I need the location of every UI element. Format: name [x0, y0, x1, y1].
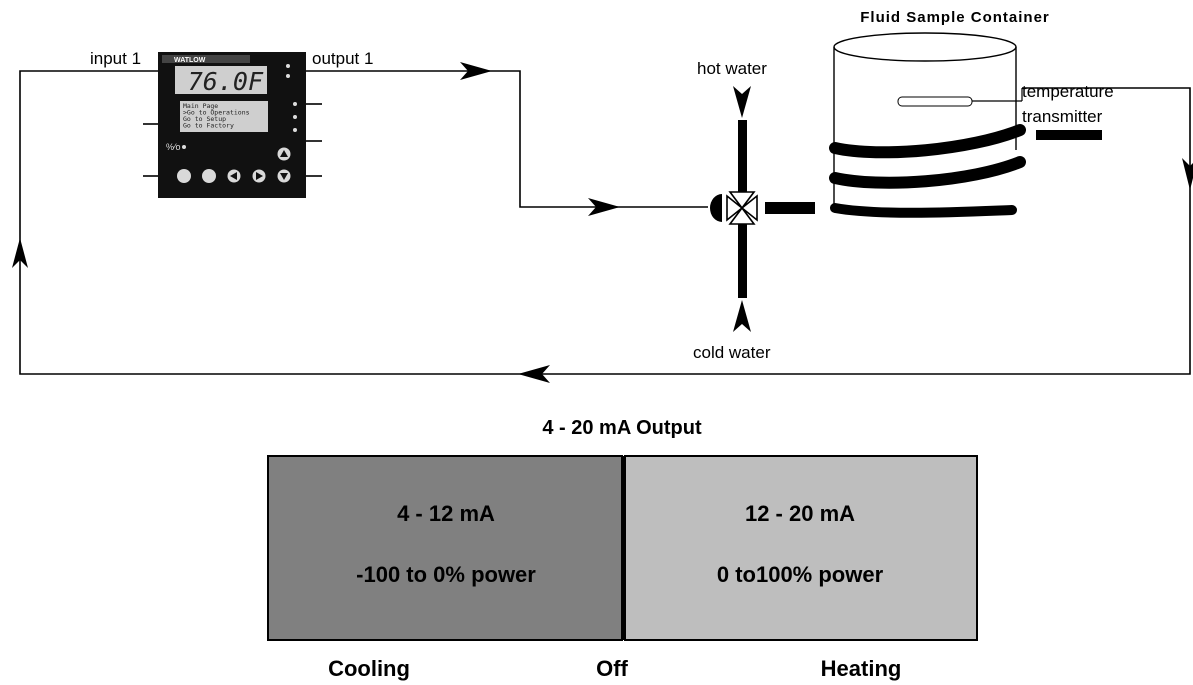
- input-label: input 1: [90, 49, 141, 68]
- key-infinity[interactable]: [177, 169, 191, 183]
- flow-arrows: [12, 62, 1193, 383]
- controller-display: [175, 66, 267, 94]
- sensor-label-1: temperature: [1022, 82, 1114, 101]
- right-arrow-icon: [256, 172, 263, 180]
- sensor-label-2: transmitter: [1022, 107, 1103, 126]
- watlow-controller: WATLOW 76.0F Main Page >Go to Operations…: [158, 52, 306, 198]
- arrow-up-left: [12, 238, 28, 268]
- arrow-down-right: [1182, 158, 1193, 190]
- arrow-bottom-left: [518, 365, 550, 383]
- mode-heating: Heating: [821, 656, 902, 681]
- cooling-coil: [830, 203, 1017, 218]
- cooling-power: -100 to 0% power: [356, 562, 536, 587]
- controller-menu-line: Main Page: [183, 102, 218, 110]
- hot-water-label: hot water: [697, 59, 767, 78]
- mode-off: Off: [596, 656, 628, 681]
- hot-water-pipe: [738, 120, 747, 194]
- controller-menu: Main Page >Go to Operations Go to Setup …: [183, 102, 250, 130]
- heating-power: 0 to100% power: [717, 562, 884, 587]
- cooling-coil: [829, 156, 1026, 189]
- transmitter-block: [1036, 130, 1102, 140]
- controller-menu-line: >Go to Operations: [183, 109, 250, 117]
- controller-indicators: [286, 64, 297, 132]
- controller-display-value: 76.0F: [188, 67, 264, 96]
- arrow-hot-water: [733, 86, 751, 118]
- three-way-valve: hot water cold water: [693, 59, 815, 362]
- status-led: [182, 145, 186, 149]
- controller-brand: WATLOW: [174, 57, 206, 64]
- fluid-sample-container: Fluid Sample Container temperature trans…: [829, 9, 1114, 218]
- cold-water-label: cold water: [693, 343, 771, 362]
- output-chart: 4 - 20 mA Output 4 - 12 mA -100 to 0% po…: [267, 417, 978, 681]
- temperature-probe: [897, 96, 973, 107]
- down-arrow-icon: [280, 173, 288, 180]
- heating-range: 12 - 20 mA: [745, 501, 855, 526]
- key-function[interactable]: [202, 169, 216, 183]
- input-wire: [19, 70, 1191, 375]
- output-wire: [306, 70, 708, 208]
- arrow-valve-right: [588, 198, 620, 216]
- cooling-range: 4 - 12 mA: [397, 501, 495, 526]
- cooling-coil: [829, 124, 1026, 159]
- valve-body: [726, 191, 758, 225]
- controller-menu-line: Go to Setup: [183, 115, 226, 123]
- controller-keys: [177, 147, 291, 183]
- valve-actuator: [710, 194, 722, 222]
- output-chart-title: 4 - 20 mA Output: [542, 417, 702, 439]
- cooling-segment: [267, 455, 623, 641]
- up-arrow-icon: [280, 150, 288, 157]
- controller-menu-screen: [180, 101, 268, 132]
- container-rim: [833, 32, 1017, 62]
- arrow-cold-water: [733, 300, 751, 332]
- mode-cooling: Cooling: [328, 656, 410, 681]
- controller-unit-mark: %⁄o: [166, 142, 181, 152]
- container-title: Fluid Sample Container: [860, 9, 1050, 26]
- controller-brand-bar: [162, 55, 250, 63]
- left-arrow-icon: [230, 172, 237, 180]
- output-label: output 1: [312, 49, 373, 68]
- controller-menu-line: Go to Factory: [183, 122, 234, 130]
- heating-segment: [624, 455, 978, 641]
- cold-water-pipe: [738, 222, 747, 298]
- outlet-pipe: [765, 202, 815, 214]
- arrow-output-right: [460, 62, 492, 80]
